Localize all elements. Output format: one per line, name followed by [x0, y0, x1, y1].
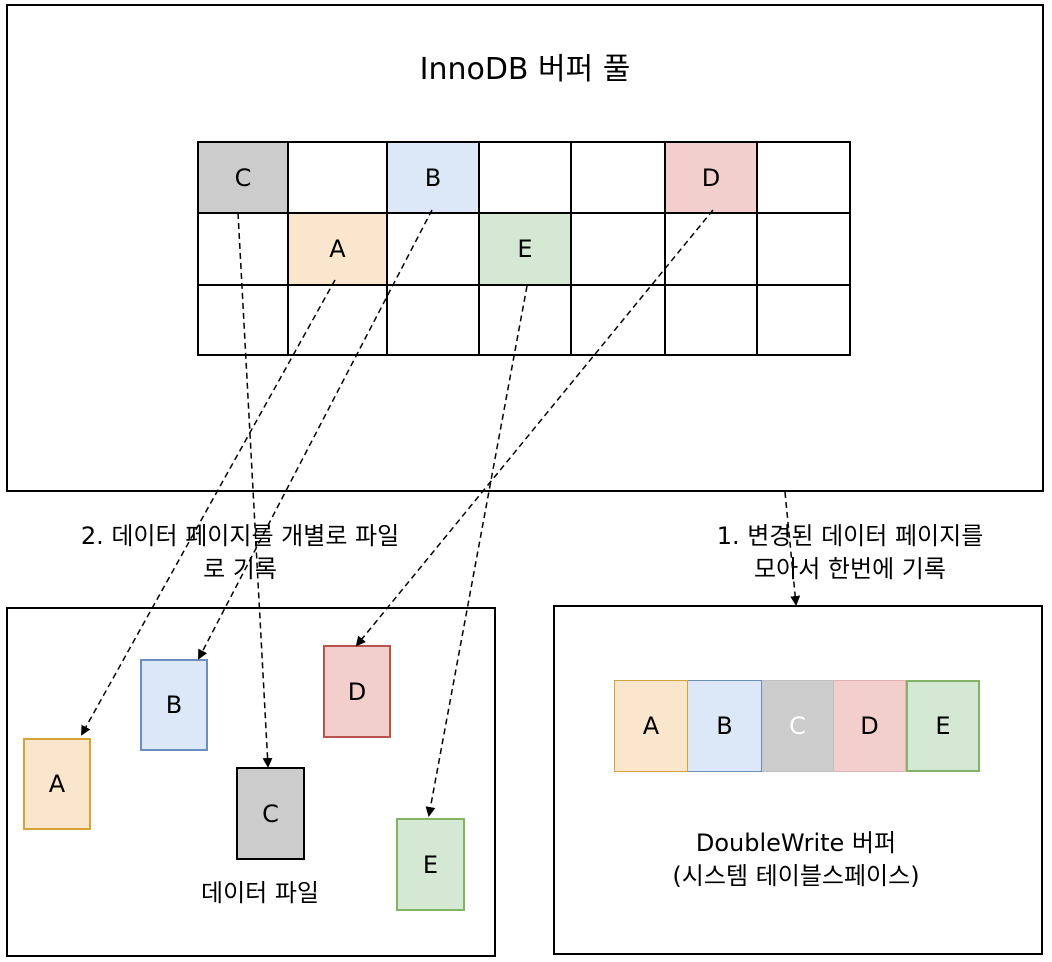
buffer-page-e: E [480, 214, 570, 284]
data-file-page-b: B [140, 659, 208, 751]
individual-write-label: 2. 데이터 페이지를 개별로 파일 로 기록 [40, 520, 440, 586]
doublewrite-page-b: B [688, 680, 762, 772]
doublewrite-title-line2: (시스템 테이블스페이스) [672, 862, 920, 890]
buffer-page-a: A [289, 214, 386, 284]
data-file-page-d: D [323, 645, 391, 738]
buffer-page-b: B [388, 143, 478, 212]
buffer-pool-title: InnoDB 버퍼 풀 [419, 52, 631, 87]
doublewrite-page-d: D [834, 680, 906, 772]
buffer-page-d: D [666, 143, 756, 212]
data-file-title: 데이터 파일 [200, 879, 320, 907]
batch-write-label: 1. 변경된 데이터 페이지를 모아서 한번에 기록 [650, 520, 1050, 586]
batch-write-label-line1: 1. 변경된 데이터 페이지를 [716, 522, 984, 550]
data-file-page-e: E [396, 818, 465, 911]
doublewrite-page-a: A [614, 680, 688, 772]
individual-write-label-line1: 2. 데이터 페이지를 개별로 파일 [80, 522, 400, 550]
doublewrite-title-line1: DoubleWrite 버퍼 [695, 829, 897, 857]
doublewrite-title: DoubleWrite 버퍼 (시스템 테이블스페이스) [596, 827, 996, 893]
data-file-page-c: C [236, 767, 305, 860]
individual-write-label-line2: 로 기록 [203, 555, 277, 583]
doublewrite-page-c: C [762, 680, 834, 772]
batch-write-label-line2: 모아서 한번에 기록 [754, 555, 946, 583]
doublewrite-container [553, 605, 1043, 955]
doublewrite-page-e: E [906, 680, 980, 772]
data-file-page-a: A [23, 738, 91, 830]
buffer-page-c: C [199, 143, 287, 212]
